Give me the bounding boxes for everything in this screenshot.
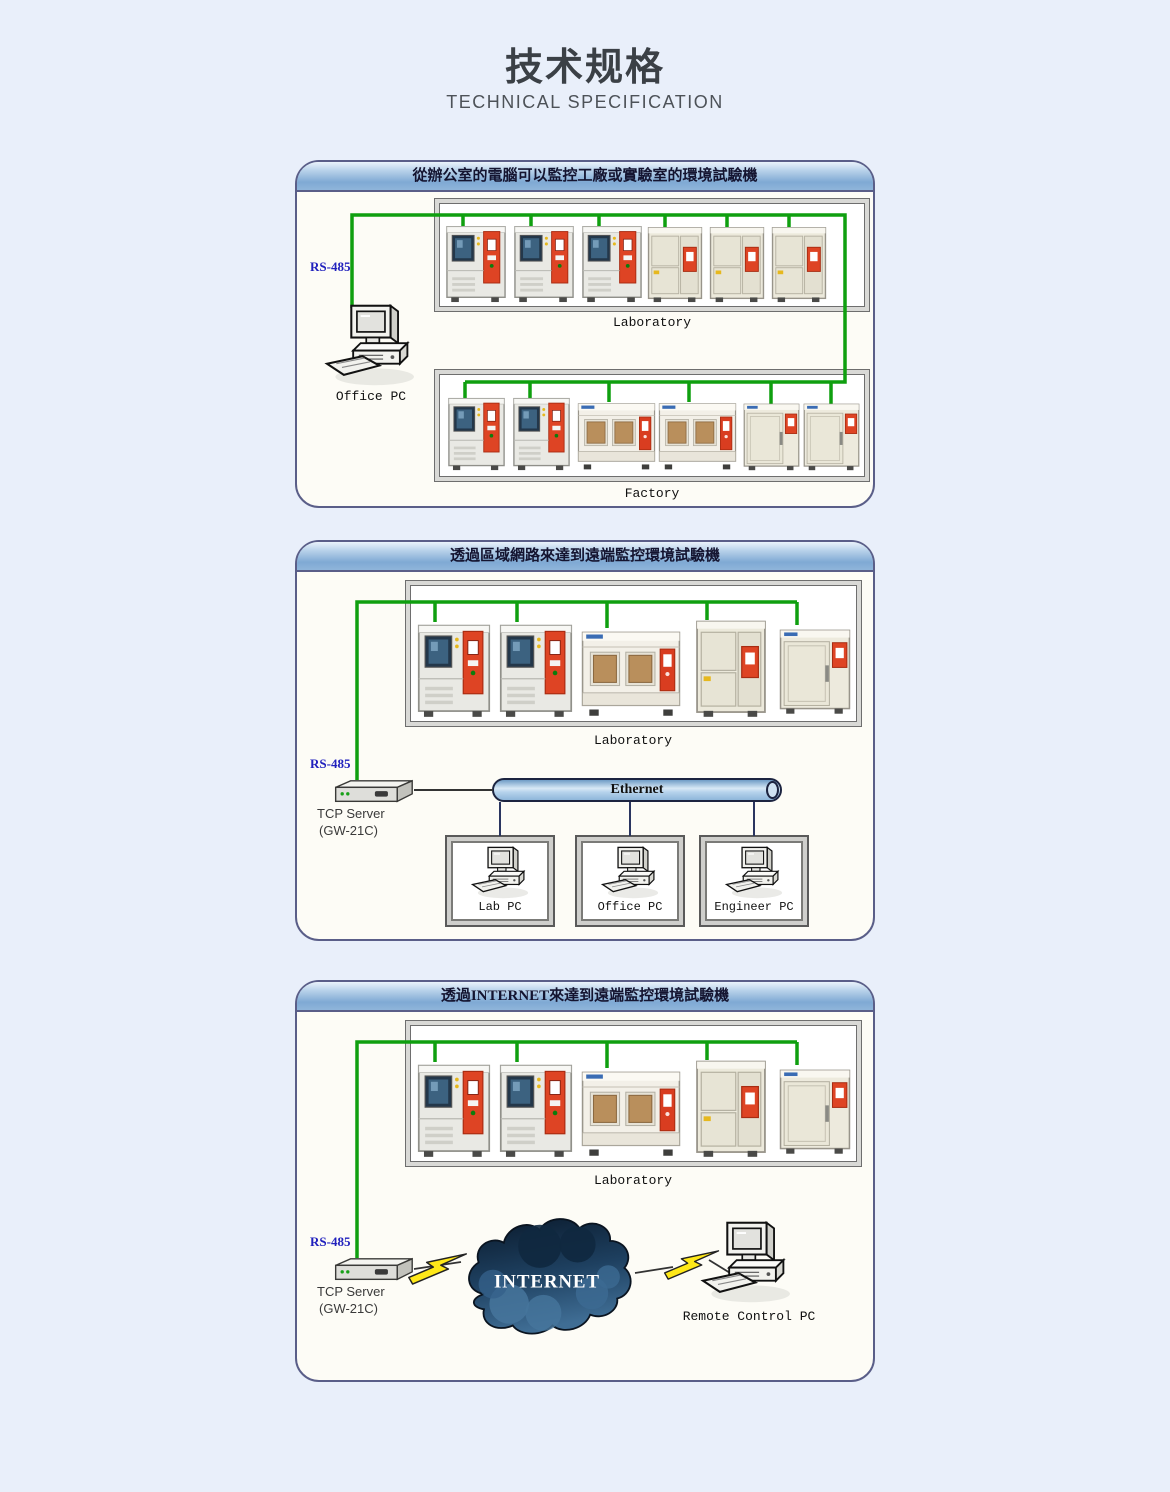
laboratory-label: Laboratory	[612, 315, 691, 330]
temp-humidity-chamber-icon	[499, 1061, 573, 1158]
thermal-shock-chamber-icon	[771, 225, 827, 303]
tcp-server-icon	[330, 1256, 416, 1284]
factory-label: Factory	[624, 486, 680, 501]
diagram-lan-monitoring: 透過區域網路來達到遠端監控環境試驗機 Laboratory RS-485 TCP…	[295, 540, 875, 941]
lab-pc-label: Lab PC	[478, 900, 522, 914]
diagram1-title: 從辦公室的電腦可以監控工廠或實驗室的環境試驗機	[297, 162, 873, 192]
temp-humidity-chamber-icon	[445, 223, 507, 303]
tcp-server-icon	[330, 778, 416, 806]
remote-control-pc-icon	[699, 1219, 793, 1305]
page-subtitle: TECHNICAL SPECIFICATION	[446, 92, 724, 112]
thermal-shock-chamber-icon	[709, 225, 765, 303]
rs485-label: RS-485	[310, 1234, 351, 1249]
temp-humidity-chamber-icon	[417, 1061, 491, 1158]
diagram-internet-monitoring: 透過INTERNET來達到遠端監控環境試驗機 Laboratory RS-485…	[295, 980, 875, 1382]
ethernet-bus: Ethernet	[492, 778, 782, 802]
temp-humidity-chamber-icon	[447, 395, 506, 471]
temp-humidity-chamber-icon	[581, 223, 643, 303]
oven-chamber-icon	[803, 401, 860, 471]
office-pc-box: Office PC	[575, 835, 685, 927]
temp-humidity-chamber-icon	[417, 621, 491, 718]
internet-cloud: INTERNET	[457, 1200, 637, 1352]
internet-label: INTERNET	[494, 1272, 600, 1293]
thermal-shock-chamber-icon	[647, 225, 703, 303]
tcp-server-label: TCP Server	[317, 1284, 385, 1299]
lab-pc-icon	[466, 845, 534, 900]
office-pc-label: Office PC	[597, 900, 663, 914]
walk-in-chamber-icon	[658, 399, 737, 471]
walk-in-chamber-icon	[581, 1066, 681, 1158]
office-pc-label: Office PC	[335, 389, 407, 404]
lab-pc-box: Lab PC	[445, 835, 555, 927]
office-pc-icon	[596, 845, 664, 900]
office-pc-icon	[323, 302, 417, 388]
tcp-server-label: TCP Server	[317, 806, 385, 821]
rs485-label: RS-485	[310, 259, 351, 274]
oven-chamber-icon	[743, 401, 800, 471]
walk-in-chamber-icon	[577, 399, 656, 471]
oven-chamber-icon	[779, 623, 851, 718]
engineer-pc-icon	[720, 845, 788, 900]
temp-humidity-chamber-icon	[499, 621, 573, 718]
diagram3-title: 透過INTERNET來達到遠端監控環境試驗機	[297, 982, 873, 1012]
engineer-pc-box: Engineer PC	[699, 835, 809, 927]
diagram-office-pc-monitoring: 從辦公室的電腦可以監控工廠或實驗室的環境試驗機 Laboratory Facto…	[295, 160, 875, 508]
remote-control-pc-label: Remote Control PC	[682, 1309, 816, 1324]
temp-humidity-chamber-icon	[512, 395, 571, 471]
tcp-server-model: (GW-21C)	[319, 1301, 378, 1316]
thermal-shock-chamber-icon	[689, 1058, 773, 1158]
oven-chamber-icon	[779, 1063, 851, 1158]
page-title: 技术规格	[504, 47, 665, 89]
rs485-label: RS-485	[310, 756, 351, 771]
walk-in-chamber-icon	[581, 626, 681, 718]
laboratory-label: Laboratory	[593, 733, 672, 748]
tcp-server-model: (GW-21C)	[319, 823, 378, 838]
diagram2-title: 透過區域網路來達到遠端監控環境試驗機	[297, 542, 873, 572]
ethernet-label: Ethernet	[610, 782, 664, 797]
laboratory-label: Laboratory	[593, 1173, 672, 1188]
thermal-shock-chamber-icon	[689, 618, 773, 718]
engineer-pc-label: Engineer PC	[714, 900, 794, 914]
temp-humidity-chamber-icon	[513, 223, 575, 303]
